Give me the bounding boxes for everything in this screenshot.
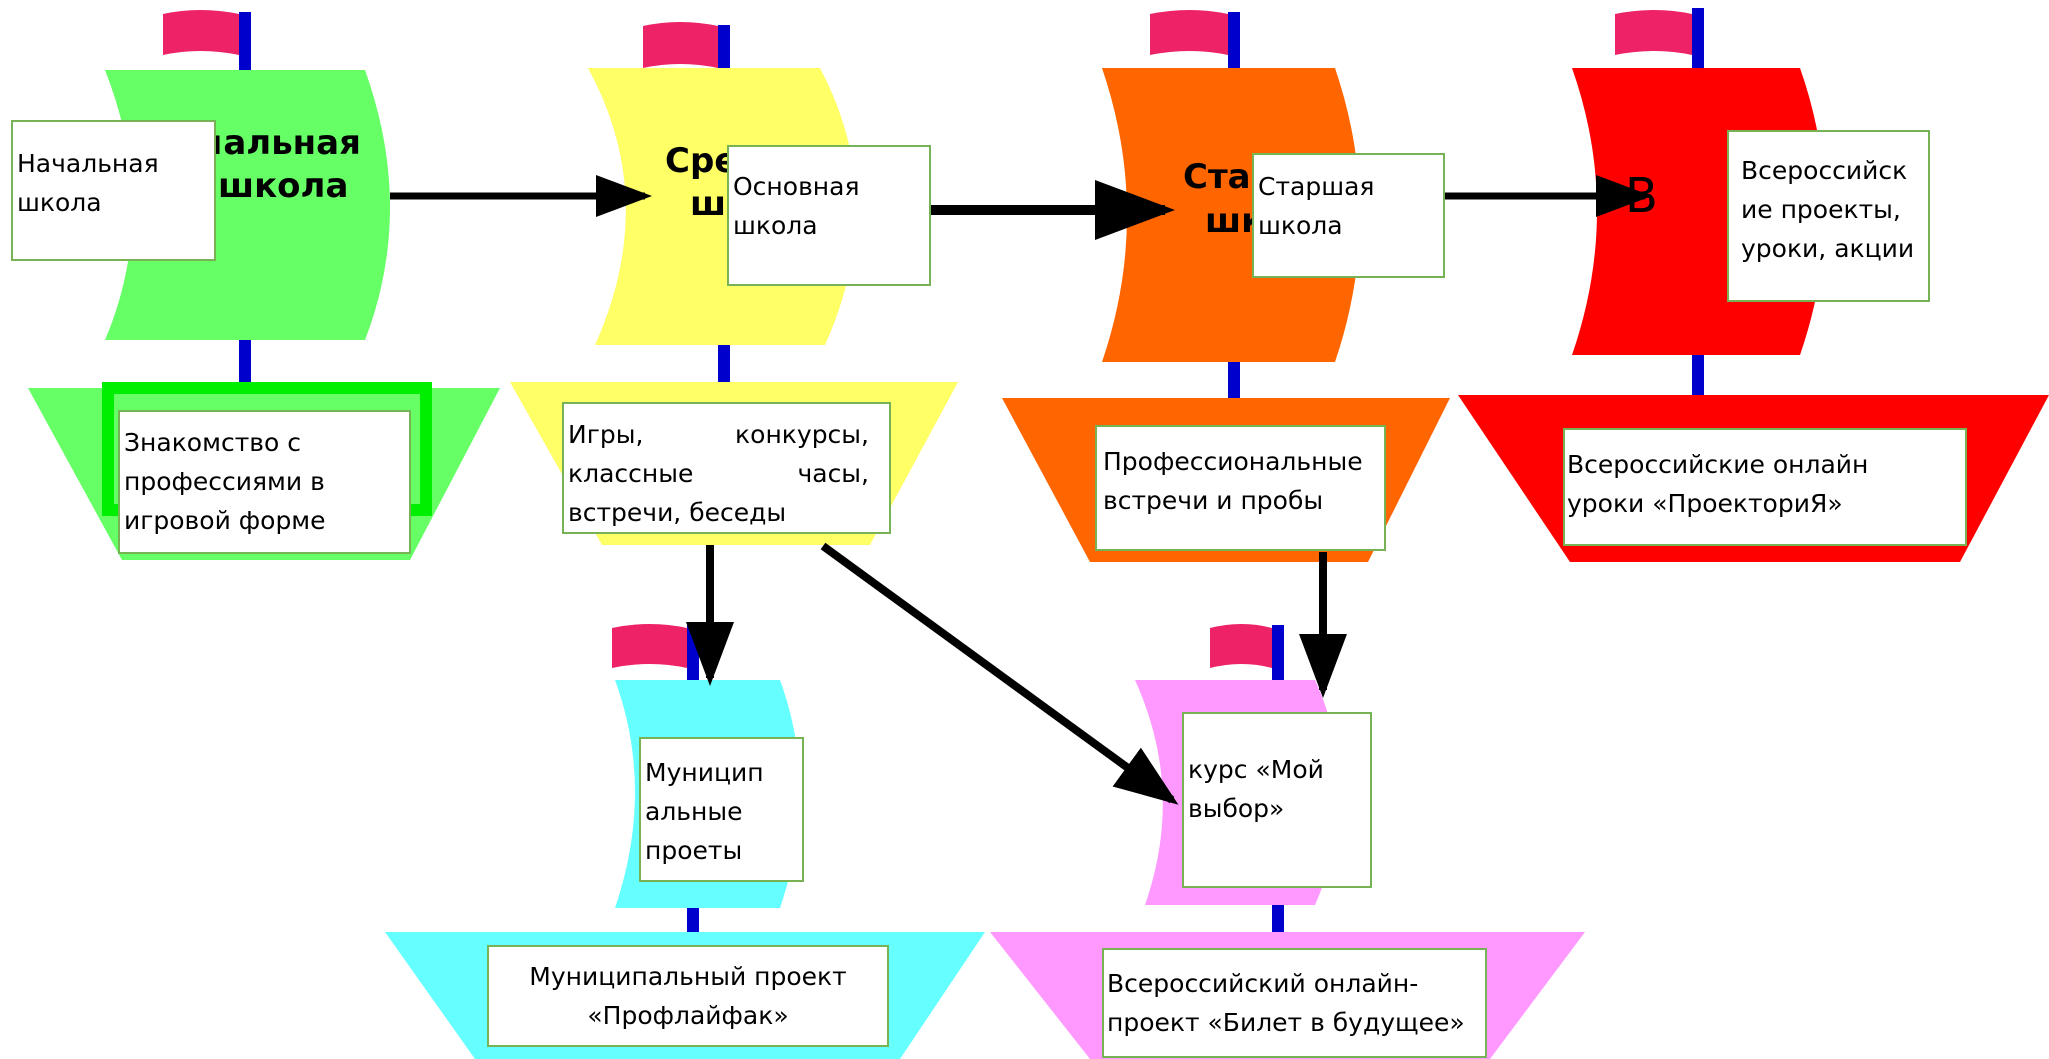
- national-projects-hull-label: Всероссийские онлайн уроки «ПроекториЯ»: [1563, 428, 1967, 546]
- municipal-sail-label: Муницип альные проеты: [639, 737, 804, 882]
- flag-icon: [163, 10, 239, 55]
- flag-icon: [643, 22, 718, 68]
- sail-title-line1: чальная: [200, 123, 361, 163]
- flag-icon: [1210, 624, 1272, 668]
- sail-title-line1: Ста: [1183, 157, 1251, 197]
- flag-icon: [1615, 10, 1692, 55]
- course-hull-label: Всероссийский онлайн- проект «Билет в бу…: [1102, 948, 1487, 1058]
- national-projects-sail-label: Всероссийск ие проекты, уроки, акции: [1727, 130, 1930, 302]
- basic-school-hull-label: Игры, конкурсы, классные часы, встречи, …: [562, 402, 891, 534]
- flag-icon: [1150, 10, 1228, 55]
- sail: [1102, 68, 1360, 362]
- municipal-hull-label: Муниципальный проект «Профлайфак»: [487, 945, 889, 1047]
- sail-title-line1: Сре: [665, 141, 737, 181]
- connectors: [390, 175, 1652, 805]
- sail-title-line2: школа: [218, 166, 348, 206]
- senior-school-hull-label: Профессиональные встречи и пробы: [1095, 425, 1386, 551]
- primary-school-hull-label: Знакомство с профессиями в игровой форме: [118, 410, 411, 554]
- course-sail-label: курс «Мой выбор»: [1182, 712, 1372, 888]
- basic-school-sail-label: Основная школа: [727, 145, 931, 286]
- primary-school-sail-label: Начальная школа: [11, 120, 216, 261]
- arrow-stage2-to-course: [820, 542, 1179, 805]
- flag-icon: [612, 624, 687, 668]
- senior-school-sail-label: Старшая школа: [1252, 153, 1445, 278]
